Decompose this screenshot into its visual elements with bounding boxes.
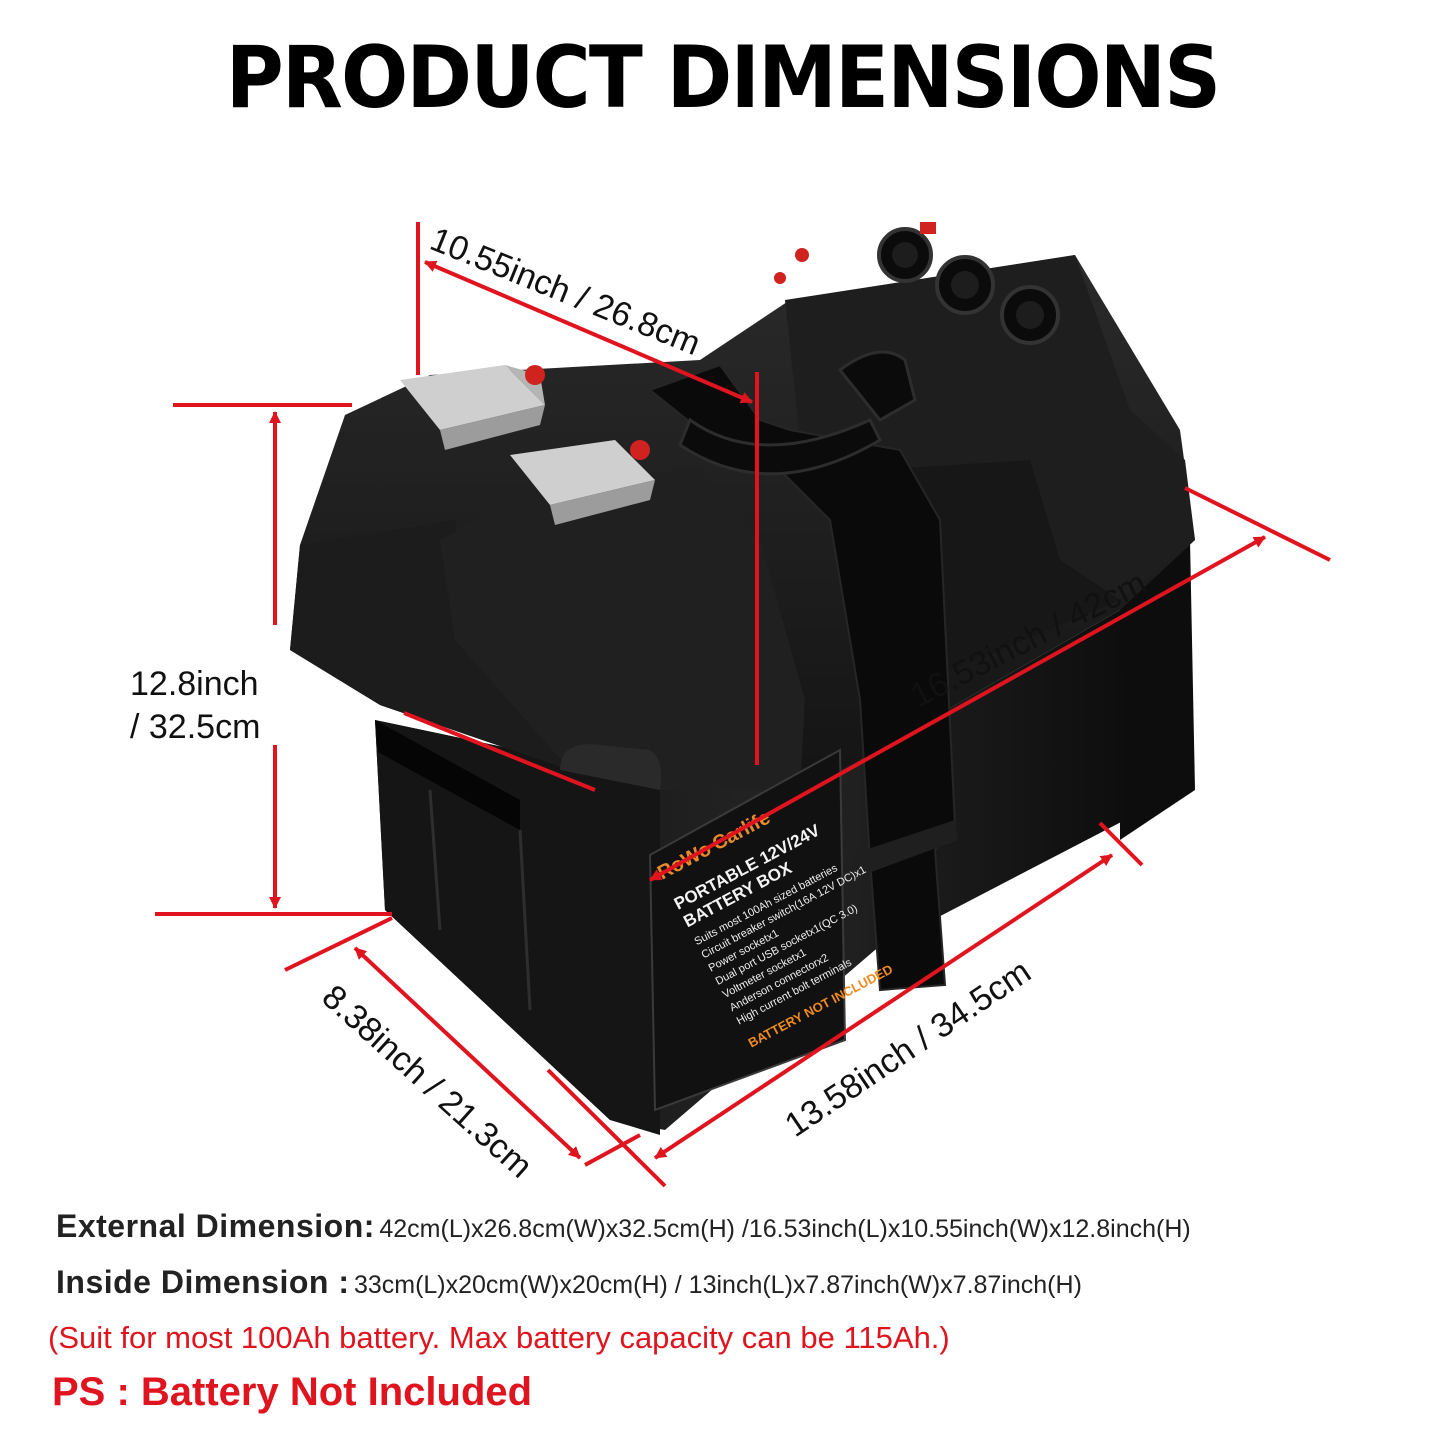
terminal-icon xyxy=(774,272,786,284)
switch-icon xyxy=(920,222,936,234)
ps-note: PS : Battery Not Included xyxy=(52,1370,533,1414)
depth-arrow xyxy=(353,946,582,1160)
external-dimension-value: 42cm(L)x26.8cm(W)x32.5cm(H) /16.53inch(L… xyxy=(379,1215,1191,1243)
inside-dimension-value: 33cm(L)x20cm(W)x20cm(H) / 13inch(L)x7.87… xyxy=(353,1271,1082,1299)
inside-dimension-row: Inside Dimension : 33cm(L)x20cm(W)x20cm(… xyxy=(56,1264,1082,1301)
power-socket-icon xyxy=(935,255,995,315)
height-dimension-line2: / 32.5cm xyxy=(130,708,260,746)
battery-box: RoWo Carlife PORTABLE 12V/24V BATTERY BO… xyxy=(290,222,1195,1135)
width-dimension: 10.55inch / 26.8cm xyxy=(425,220,706,363)
terminal-icon xyxy=(795,248,809,262)
height-dimension-line1: 12.8inch xyxy=(130,665,259,703)
inside-dimension-label: Inside Dimension : xyxy=(56,1264,350,1300)
width-arrow xyxy=(424,260,753,404)
usb-socket-icon xyxy=(877,227,933,283)
external-dimension-label: External Dimension: xyxy=(56,1208,375,1244)
suit-note: (Suit for most 100Ah battery. Max batter… xyxy=(48,1320,950,1355)
anderson-connector-icon xyxy=(510,440,655,525)
dimension-lines xyxy=(155,222,1331,1188)
bottom-length-arrow xyxy=(653,853,1114,1160)
external-dimension-row: External Dimension: 42cm(L)x26.8cm(W)x32… xyxy=(56,1208,1191,1245)
length-arrow xyxy=(649,535,1266,882)
voltmeter-socket-icon xyxy=(1000,285,1060,345)
page-title: PRODUCT DIMENSIONS xyxy=(225,28,1221,128)
